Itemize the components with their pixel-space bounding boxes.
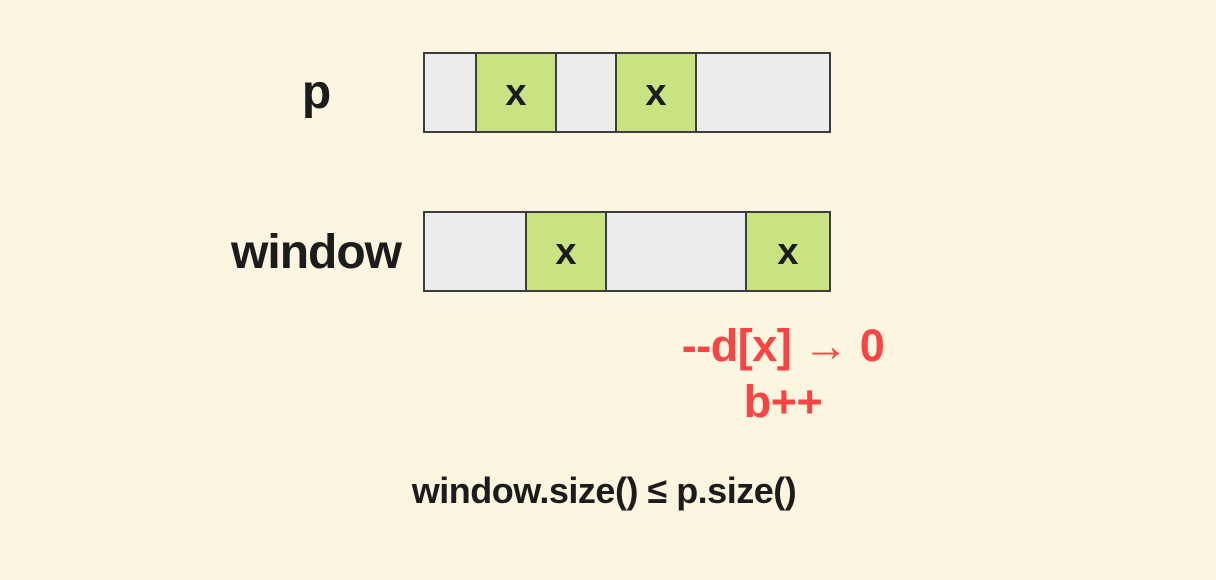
cell-empty <box>607 213 747 290</box>
cell-empty <box>425 213 527 290</box>
cell-mark: x <box>645 71 667 114</box>
cell-mark: x <box>505 71 527 114</box>
cell-empty <box>557 54 617 131</box>
annotation-line-increment: b++ <box>743 376 823 427</box>
annotation-line-decrement: --d[x] → 0 <box>681 320 885 371</box>
annotation-red: --d[x] → 0 b++ <box>600 318 966 430</box>
size-comparison-formula: window.size() ≤ p.size() <box>411 470 797 511</box>
cell-filled: x <box>477 54 557 131</box>
cell-empty <box>697 54 829 131</box>
cell-filled: x <box>617 54 697 131</box>
cell-empty <box>425 54 477 131</box>
cell-mark: x <box>555 230 577 273</box>
array-label-p: p <box>301 66 331 119</box>
cell-mark: x <box>777 230 799 273</box>
array-label-window: window <box>231 225 402 279</box>
cell-filled: x <box>747 213 829 290</box>
cell-filled: x <box>527 213 607 290</box>
